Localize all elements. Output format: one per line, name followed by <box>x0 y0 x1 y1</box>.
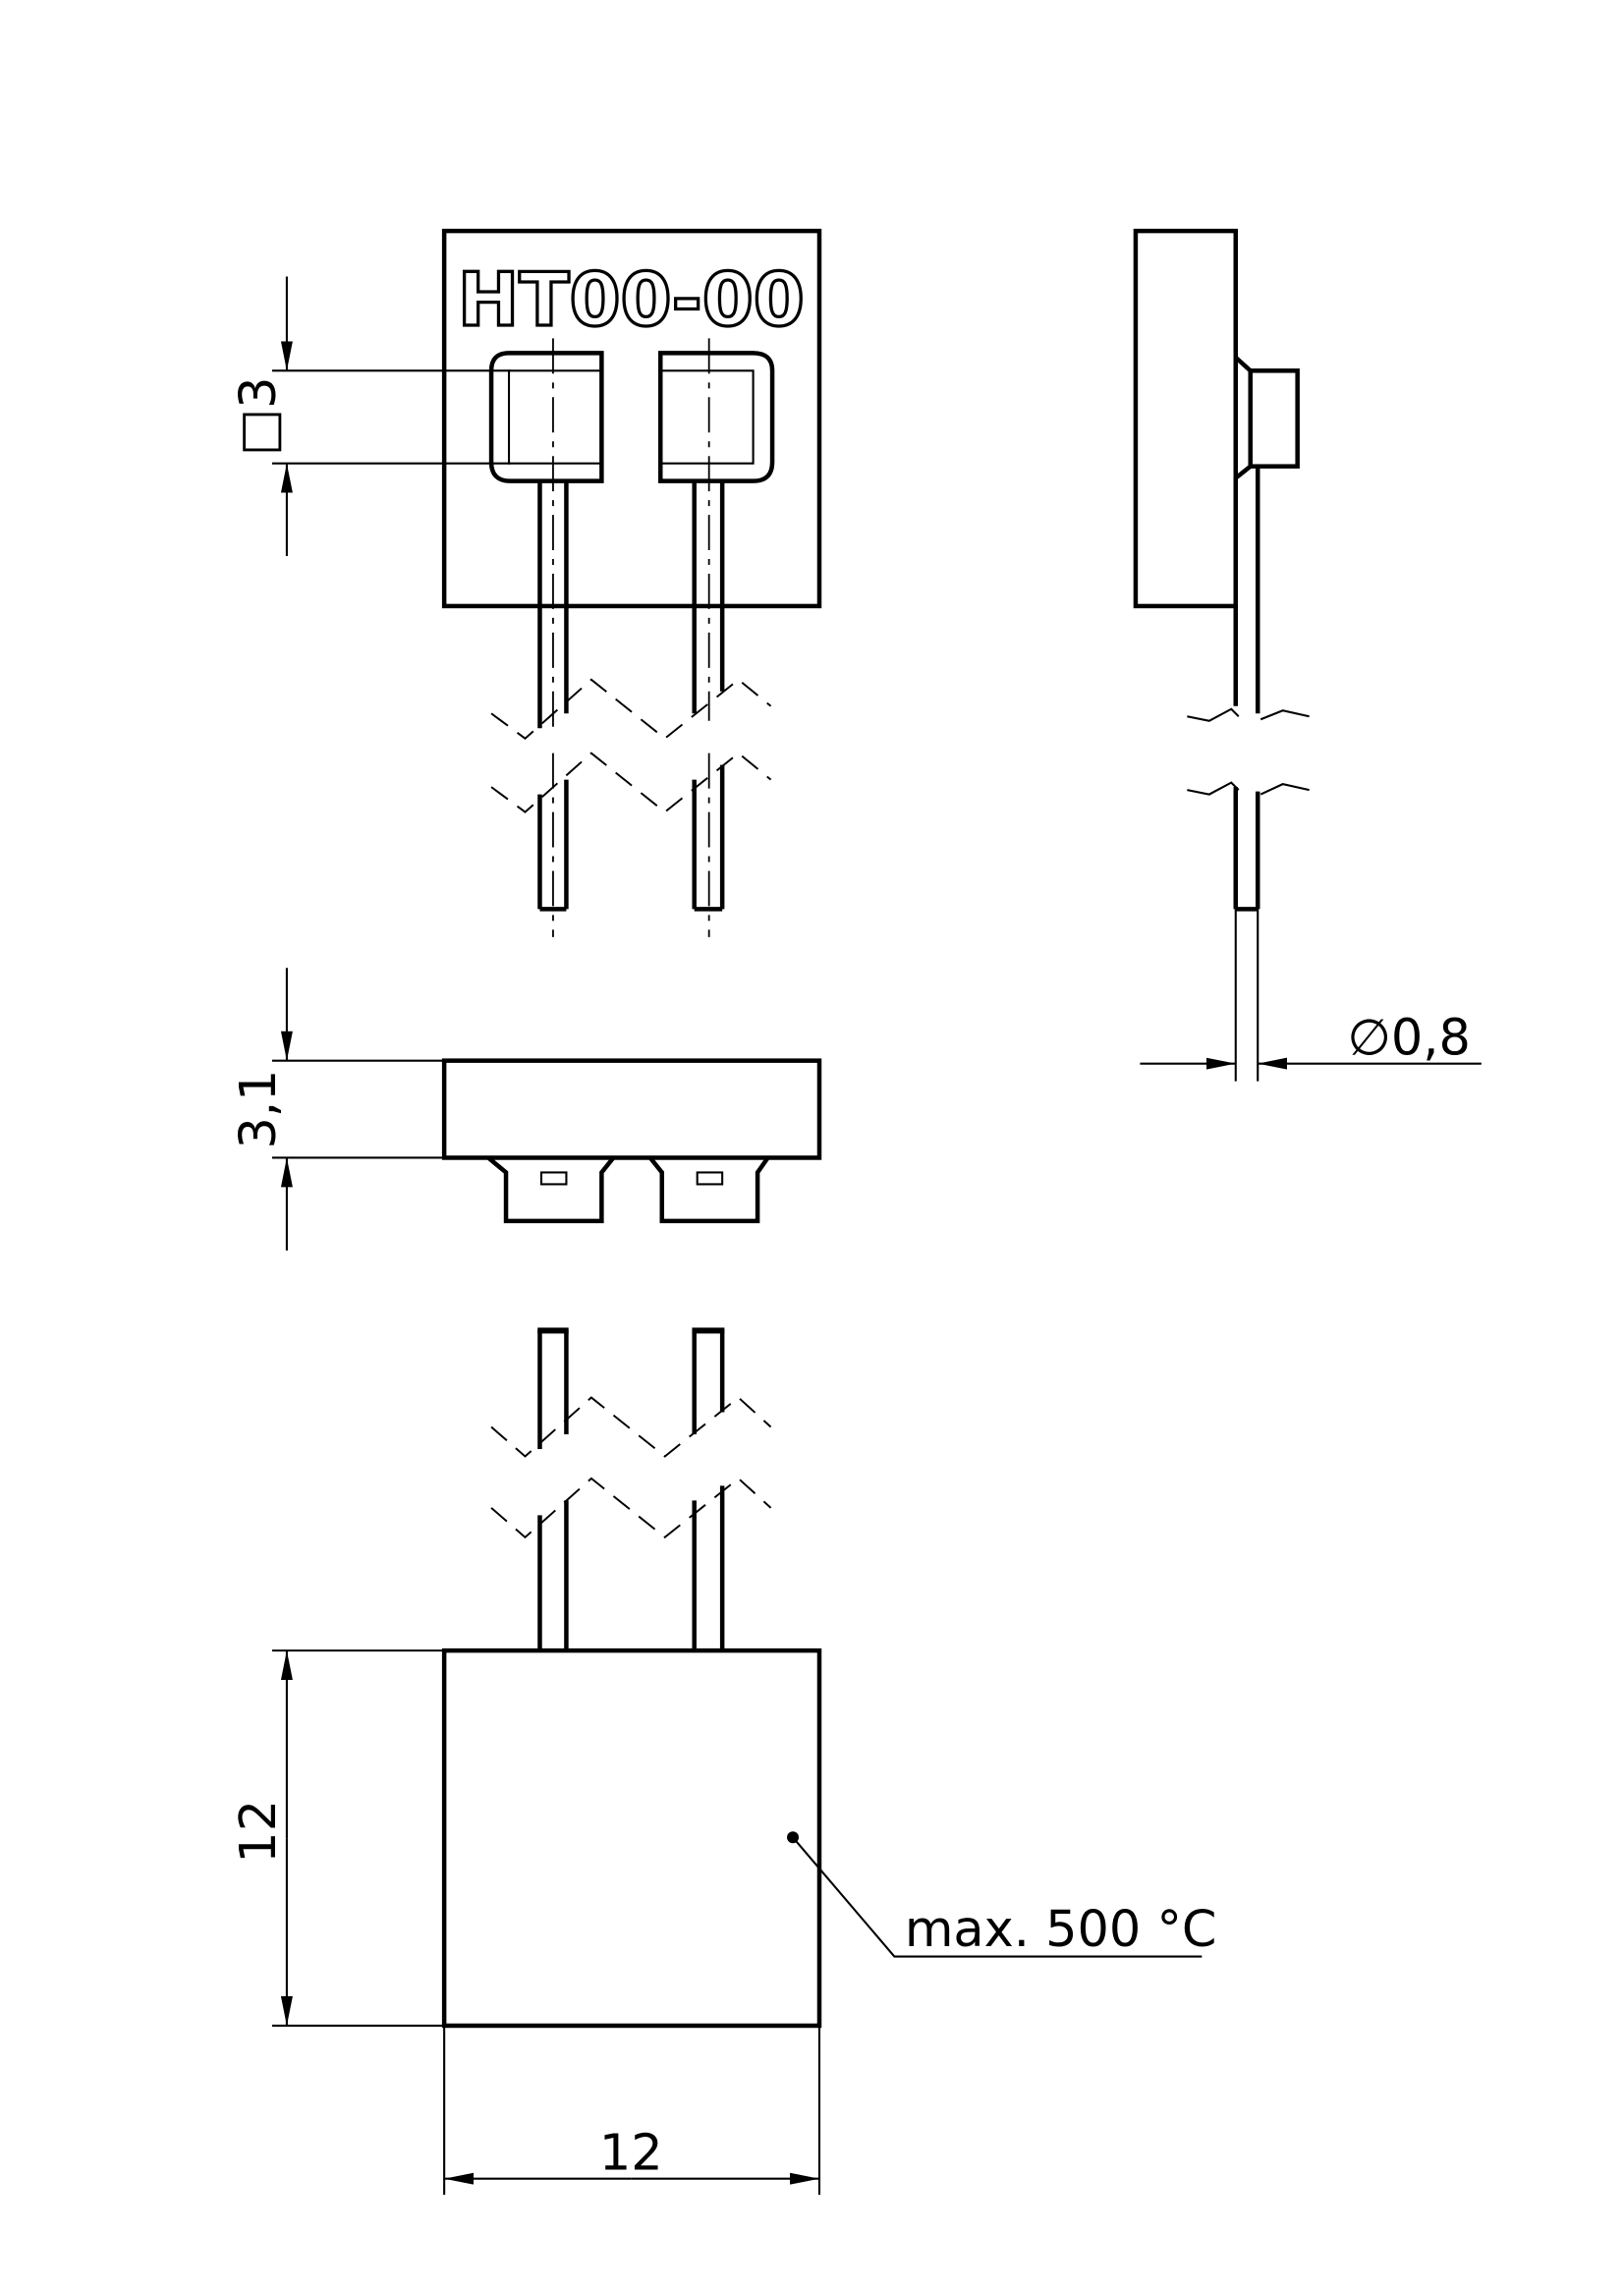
svg-text:12: 12 <box>599 2125 663 2183</box>
edge-view: 3,1 <box>230 968 822 1251</box>
svg-text:3,1: 3,1 <box>230 1070 288 1149</box>
svg-text:□3: □3 <box>230 377 288 457</box>
dimension-width: 12 <box>443 2025 821 2196</box>
back-view: 12 12 max. 500 °C <box>230 1327 1216 2196</box>
dimension-height: 12 <box>230 1649 445 2028</box>
break-line <box>490 1477 772 1539</box>
dimension-pocket-square: □3 <box>230 276 511 557</box>
pins-front <box>490 338 772 937</box>
heater-body-front <box>441 228 822 609</box>
front-view: HT00-00 □3 <box>230 228 822 937</box>
svg-text:max. 500 °C: max. 500 °C <box>905 1901 1217 1959</box>
break-line <box>490 1396 772 1458</box>
svg-text:∅0,8: ∅0,8 <box>1348 1010 1471 1068</box>
svg-text:12: 12 <box>230 1800 288 1864</box>
heater-body-edge <box>441 1058 822 1160</box>
side-view: ∅0,8 <box>1133 228 1482 1082</box>
pocket-right <box>658 351 775 483</box>
pocket-left <box>488 351 604 483</box>
dimension-thickness: 3,1 <box>230 968 445 1251</box>
heater-body-side <box>1133 228 1239 609</box>
part-marking: HT00-00 <box>458 257 805 343</box>
break-line <box>490 678 772 740</box>
heater-body-back <box>441 1647 822 2029</box>
dimension-pin-diameter: ∅0,8 <box>1140 909 1482 1082</box>
break-line <box>490 752 772 813</box>
temperature-note: max. 500 °C <box>787 1831 1216 1959</box>
pin-head-side <box>1248 368 1300 469</box>
